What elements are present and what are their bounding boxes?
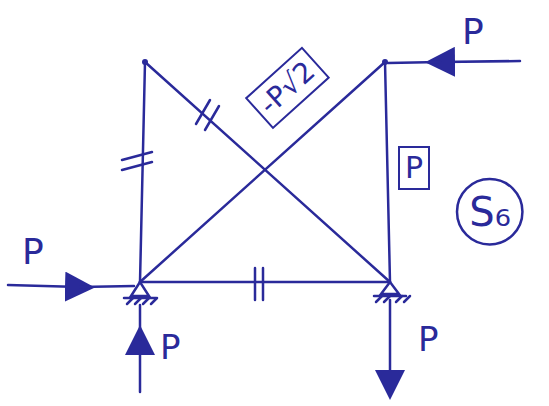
reaction-arrow	[389, 300, 392, 385]
tick-mark	[122, 152, 152, 160]
force-arrow	[8, 285, 80, 287]
truss-member	[385, 62, 390, 282]
force-arrow	[388, 62, 440, 63]
node-text: -P√2	[254, 57, 319, 120]
tick-mark	[205, 106, 219, 130]
tick-mark	[254, 268, 257, 300]
node-text: P	[405, 153, 423, 183]
joint-dot	[382, 59, 388, 65]
member-force-box: -P√2	[244, 47, 329, 130]
pin-support	[381, 282, 399, 294]
force-label: P	[22, 234, 44, 270]
force-label: P	[462, 14, 484, 50]
tick-mark	[196, 100, 210, 124]
support-hatch	[127, 298, 157, 304]
joint-dot	[142, 59, 148, 65]
reaction-arrow	[139, 305, 142, 340]
pin-support	[131, 282, 149, 296]
force-arrow	[80, 286, 134, 287]
member-force-box: P	[398, 146, 430, 190]
truss-member	[140, 62, 145, 282]
reaction-arrow	[139, 340, 142, 392]
truss-member	[140, 281, 390, 284]
node-text: S₆	[469, 192, 510, 232]
force-arrow	[440, 61, 520, 62]
circle-outline	[457, 179, 522, 244]
section-circle: S₆	[455, 177, 524, 246]
support-hatch	[376, 296, 410, 302]
force-label: P	[418, 322, 439, 356]
tick-mark	[262, 268, 265, 300]
truss-members	[8, 61, 520, 392]
force-label: P	[160, 330, 181, 364]
tick-mark	[122, 162, 152, 170]
